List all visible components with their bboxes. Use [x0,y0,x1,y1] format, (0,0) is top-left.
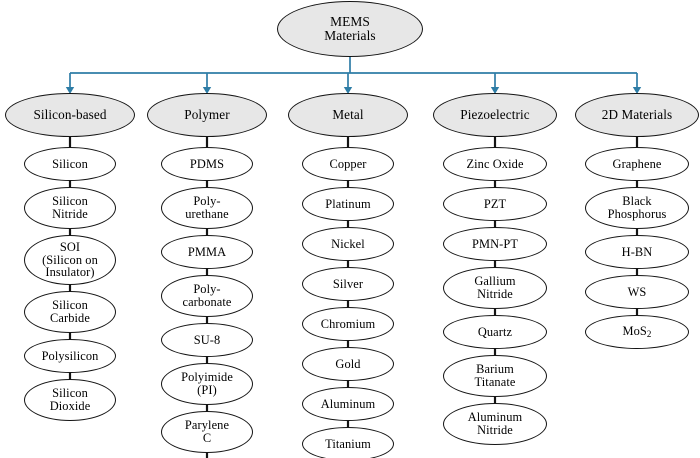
node-label: Poly-carbonate [182,282,232,309]
category-node-silicon-based[interactable]: Silicon-based [5,93,135,137]
node-label: Polyimide(PI) [181,370,233,397]
material-node[interactable]: WS [585,275,689,309]
material-node[interactable]: Gold [302,347,394,381]
material-node[interactable]: SU-8 [161,323,253,357]
node-label: Polysilicon [41,348,99,363]
material-node[interactable]: Chromium [302,307,394,341]
material-node[interactable]: PMN-PT [443,227,547,261]
material-node[interactable]: Quartz [443,315,547,349]
category-node-piezoelectric[interactable]: Piezoelectric [433,93,557,137]
category-node-2d-materials[interactable]: 2D Materials [575,93,699,137]
node-label: Graphene [612,156,662,171]
node-label: Gold [335,356,361,371]
material-node[interactable]: Nickel [302,227,394,261]
node-label: PDMS [189,156,225,171]
node-label: Silicon [52,156,88,171]
material-node[interactable]: PDMS [161,147,253,181]
node-label: MoS2 [622,323,652,339]
node-label: PMMA [187,244,227,259]
material-node[interactable]: Graphene [585,147,689,181]
node-label: WS [627,284,647,299]
node-label: PMN-PT [471,236,519,251]
node-label: Nickel [331,236,365,251]
material-node[interactable]: Polysilicon [24,339,116,373]
node-label: Silicon-based [33,107,107,123]
material-node[interactable]: Poly-urethane [161,187,253,229]
material-node[interactable]: Copper [302,147,394,181]
material-node[interactable]: Platinum [302,187,394,221]
node-label: PZT [483,196,507,211]
node-label: Quartz [477,324,513,339]
material-node[interactable]: Zinc Oxide [443,147,547,181]
node-label: Poly-urethane [185,194,229,221]
node-label: Titanium [325,436,371,451]
material-node[interactable]: Aluminum [302,387,394,421]
node-label: Piezoelectric [460,107,530,123]
node-label: Copper [329,156,367,171]
material-node[interactable]: Silicon [24,147,116,181]
node-label: Silver [332,276,364,291]
node-label: Polymer [184,107,230,123]
material-node[interactable]: PMMA [161,235,253,269]
node-label: Platinum [325,196,371,211]
material-node[interactable]: PZT [443,187,547,221]
node-label: Metal [332,107,364,123]
material-node[interactable]: H-BN [585,235,689,269]
material-node[interactable]: Silver [302,267,394,301]
material-node[interactable]: Poly-carbonate [161,275,253,317]
material-node[interactable]: Polyimide(PI) [161,363,253,405]
category-node-metal[interactable]: Metal [288,93,408,137]
node-label: Zinc Oxide [466,156,524,171]
node-label: 2D Materials [601,107,673,123]
material-node[interactable]: Titanium [302,427,394,458]
node-label: SU-8 [193,332,221,347]
node-label: Aluminum [320,396,376,411]
material-node[interactable]: MoS2 [585,315,689,349]
node-label: Chromium [320,316,376,331]
node-label: H-BN [621,244,653,259]
category-node-polymer[interactable]: Polymer [147,93,267,137]
